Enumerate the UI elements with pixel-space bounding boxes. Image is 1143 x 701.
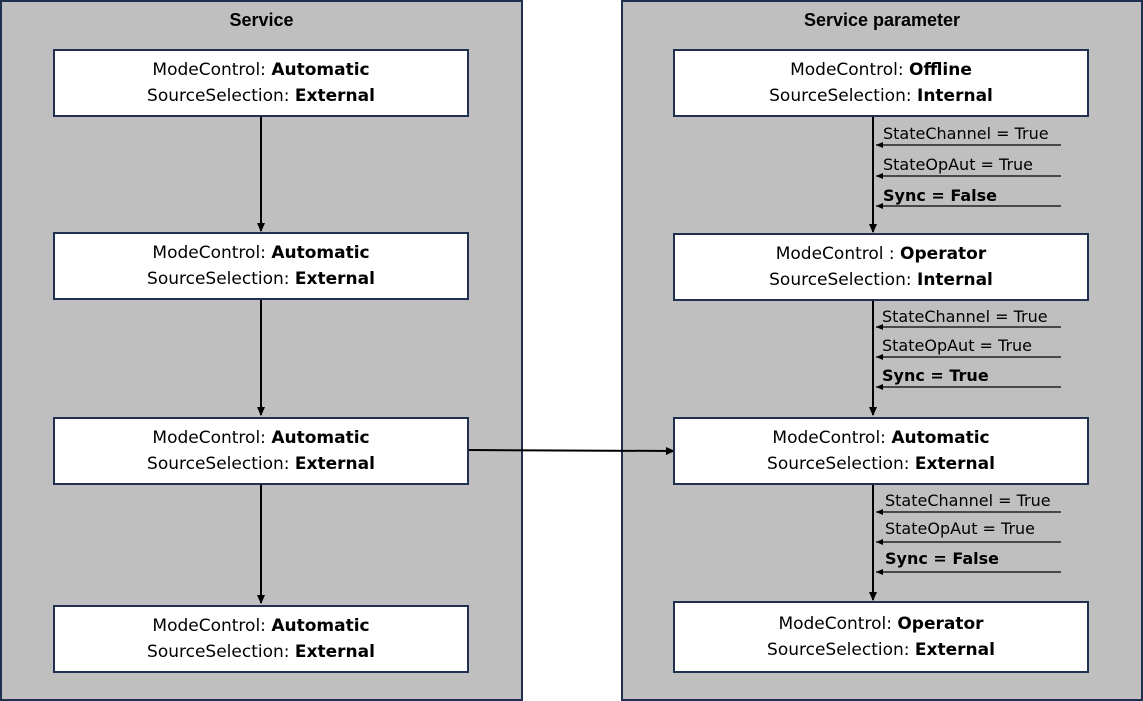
service-parameter-panel-title: Service parameter — [803, 10, 961, 30]
source-selection-line: SourceSelection: External — [767, 454, 995, 474]
condition-label: Sync = False — [885, 549, 1000, 568]
condition-label: StateChannel = True — [885, 491, 1051, 510]
condition-label: StateOpAut = True — [883, 155, 1034, 174]
mode-control-line: ModeControl: Operator — [778, 614, 984, 634]
condition-label: StateChannel = True — [883, 124, 1049, 143]
parameter-state-3: ModeControl: Automatic SourceSelection: … — [673, 417, 1089, 485]
source-selection-line: SourceSelection: External — [147, 269, 375, 289]
link-arrow — [467, 446, 675, 455]
mode-control-line: ModeControl: Automatic — [152, 428, 370, 448]
condition-label: Sync = False — [883, 186, 998, 205]
parameter-state-1: ModeControl: Offline SourceSelection: In… — [673, 49, 1089, 117]
condition-label: StateChannel = True — [882, 307, 1048, 326]
mode-control-line: ModeControl : Operator — [775, 244, 987, 264]
service-state-1: ModeControl: Automatic SourceSelection: … — [53, 49, 469, 117]
service-state-4: ModeControl: Automatic SourceSelection: … — [53, 605, 469, 673]
mode-control-line: ModeControl: Automatic — [152, 60, 370, 80]
source-selection-line: SourceSelection: Internal — [769, 86, 993, 106]
condition-label: Sync = True — [882, 366, 989, 385]
source-selection-line: SourceSelection: External — [147, 642, 375, 662]
service-state-2: ModeControl: Automatic SourceSelection: … — [53, 232, 469, 300]
condition-label: StateOpAut = True — [885, 519, 1036, 538]
parameter-state-4: ModeControl: Operator SourceSelection: E… — [673, 601, 1089, 673]
service-state-3: ModeControl: Automatic SourceSelection: … — [53, 417, 469, 485]
condition-label: StateOpAut = True — [882, 336, 1033, 355]
mode-control-line: ModeControl: Offline — [790, 60, 972, 80]
mode-control-line: ModeControl: Automatic — [772, 428, 990, 448]
source-selection-line: SourceSelection: External — [147, 454, 375, 474]
source-selection-line: SourceSelection: Internal — [769, 270, 993, 290]
service-panel-title: Service — [229, 10, 294, 30]
parameter-state-2: ModeControl : Operator SourceSelection: … — [673, 233, 1089, 301]
mode-control-line: ModeControl: Automatic — [152, 616, 370, 636]
source-selection-line: SourceSelection: External — [767, 640, 995, 660]
mode-control-line: ModeControl: Automatic — [152, 243, 370, 263]
source-selection-line: SourceSelection: External — [147, 86, 375, 106]
